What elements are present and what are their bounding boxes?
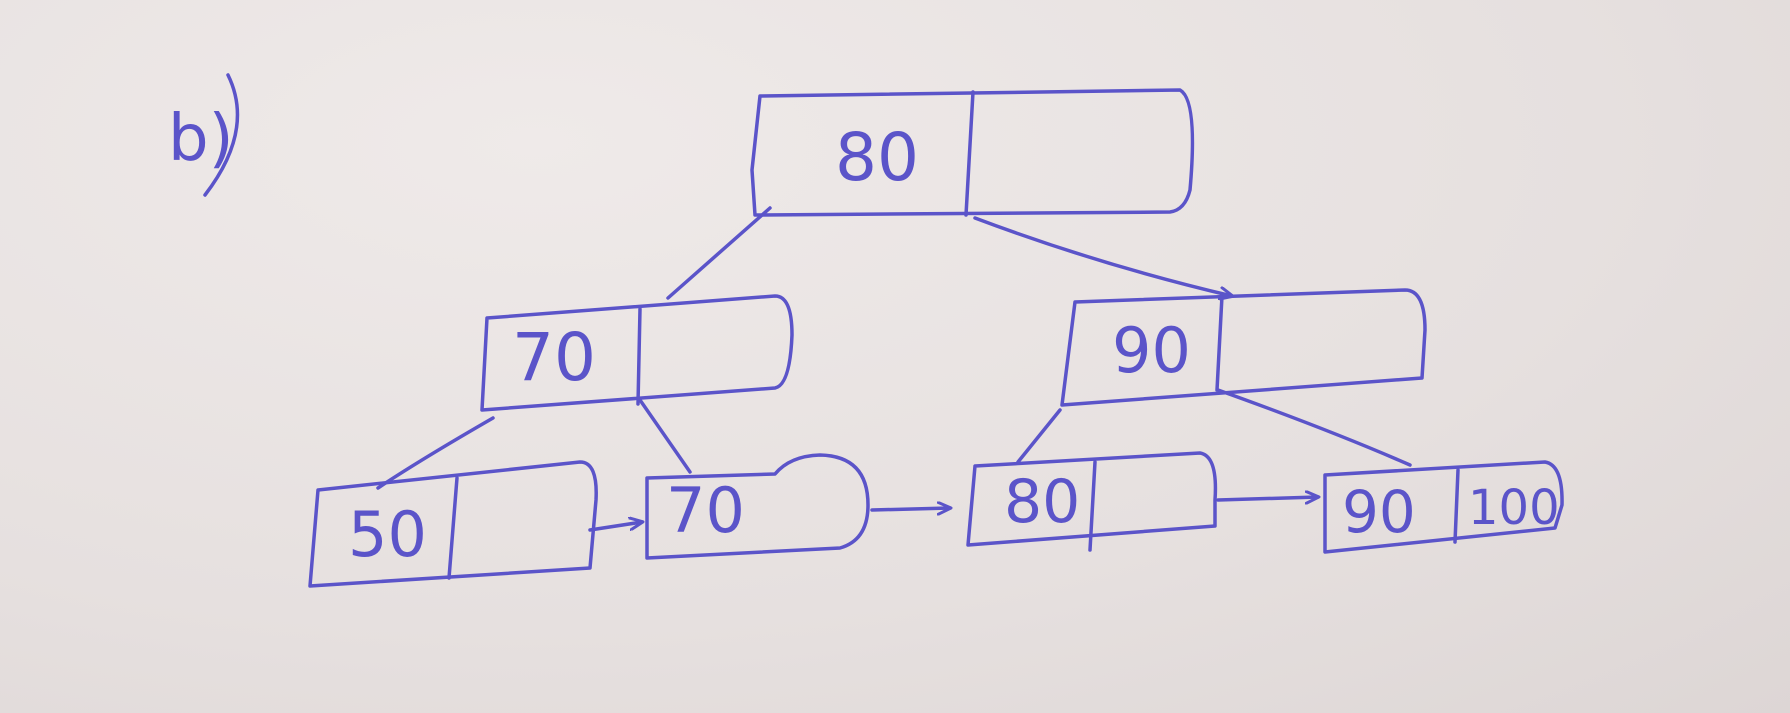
label-paren <box>203 73 240 197</box>
right-internal-node-box <box>1060 288 1427 407</box>
edge-right-to-leaf3 <box>1016 408 1062 464</box>
label-text: b) <box>168 102 234 176</box>
root-node-box <box>750 88 1195 217</box>
leaf-link-2-3 <box>870 508 950 510</box>
leaf4-divider <box>1453 468 1460 544</box>
leaf1-key-1: 50 <box>348 498 427 571</box>
leaf1-box <box>308 460 598 588</box>
right-internal-key-1: 90 <box>1112 314 1191 387</box>
leaf3-divider <box>1088 460 1097 552</box>
leaf1-divider <box>447 476 459 580</box>
left-internal-node-divider <box>636 307 642 406</box>
leaf3-key-1: 80 <box>1004 467 1080 537</box>
leaf4-box <box>1323 460 1564 554</box>
leaf2-box <box>645 453 870 560</box>
edge-root-to-right <box>973 216 1232 296</box>
left-internal-key-1: 70 <box>512 319 596 396</box>
edge-right-to-leaf4 <box>1216 388 1412 467</box>
root-node-divider <box>964 90 975 217</box>
left-internal-node-box <box>480 294 794 412</box>
leaf4-key-1: 90 <box>1342 478 1416 546</box>
edge-left-to-leaf1 <box>376 416 495 490</box>
edge-left-to-leaf2 <box>638 398 692 474</box>
leaf4-key-2: 100 <box>1468 480 1560 536</box>
leaf-link-1-2 <box>588 522 642 532</box>
leaf3-box <box>966 451 1218 547</box>
edge-root-to-left <box>666 206 772 300</box>
right-internal-node-divider <box>1215 294 1224 392</box>
root-key-1: 80 <box>835 119 919 196</box>
leaf2-key-1: 70 <box>666 474 745 547</box>
leaf-link-3-4 <box>1216 497 1318 500</box>
